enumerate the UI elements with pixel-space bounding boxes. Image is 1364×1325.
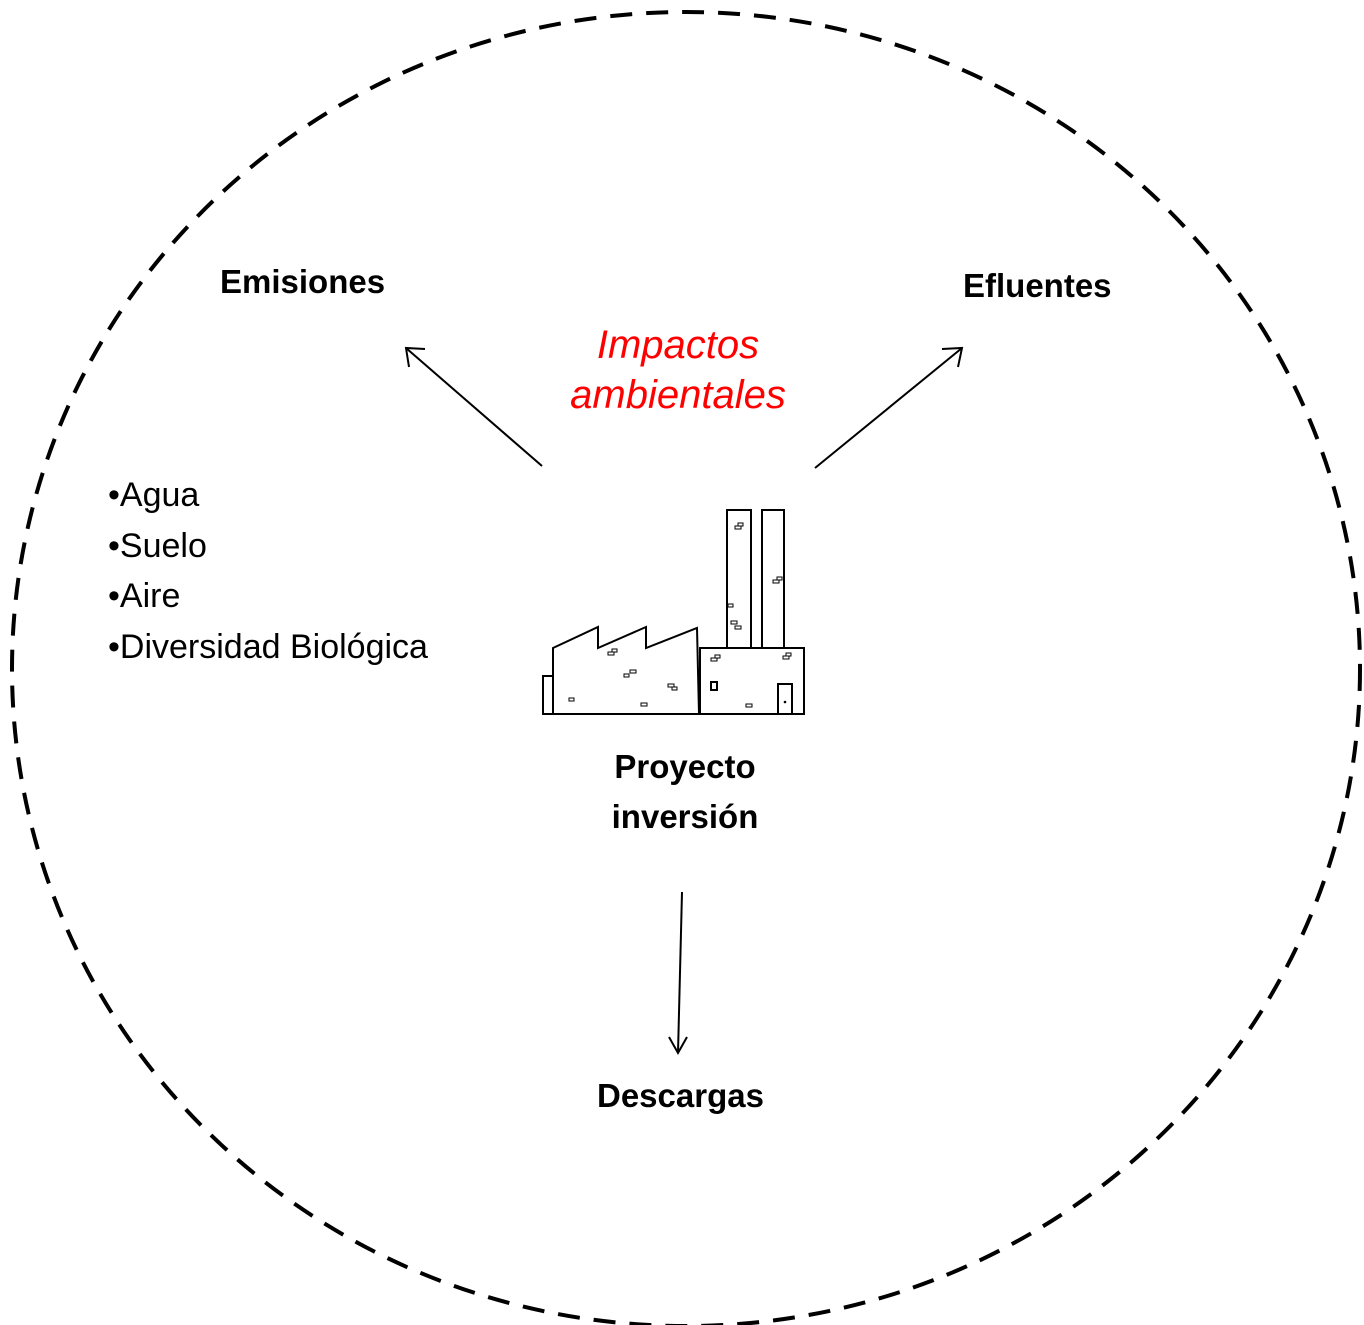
project-label-line-2: inversión xyxy=(611,798,759,835)
diagram-title-line-2: ambientales xyxy=(570,373,786,417)
system-boundary xyxy=(10,10,1362,1325)
project-label-line-1: Proyecto xyxy=(614,748,756,785)
receptor-list: •Agua •Suelo •Aire •Diversidad Biológica xyxy=(108,470,428,672)
factory-icon xyxy=(542,509,805,715)
output-label-descargas: Descargas xyxy=(597,1077,764,1114)
list-item: •Suelo xyxy=(108,526,207,565)
arrow-descargas xyxy=(668,891,688,1056)
list-item: •Aire xyxy=(108,577,181,615)
list-item: •Agua xyxy=(108,476,200,514)
output-label-efluentes: Efluentes xyxy=(963,267,1112,304)
arrow-efluentes xyxy=(814,346,964,469)
list-item: •Diversidad Biológica xyxy=(108,627,428,666)
project-label: Proyecto inversión xyxy=(560,742,810,842)
diagram-title: Impactos ambientales xyxy=(540,320,816,420)
output-label-emisiones: Emisiones xyxy=(220,263,386,300)
arrow-emisiones xyxy=(404,346,543,467)
diagram-title-line-1: Impactos xyxy=(596,323,760,367)
